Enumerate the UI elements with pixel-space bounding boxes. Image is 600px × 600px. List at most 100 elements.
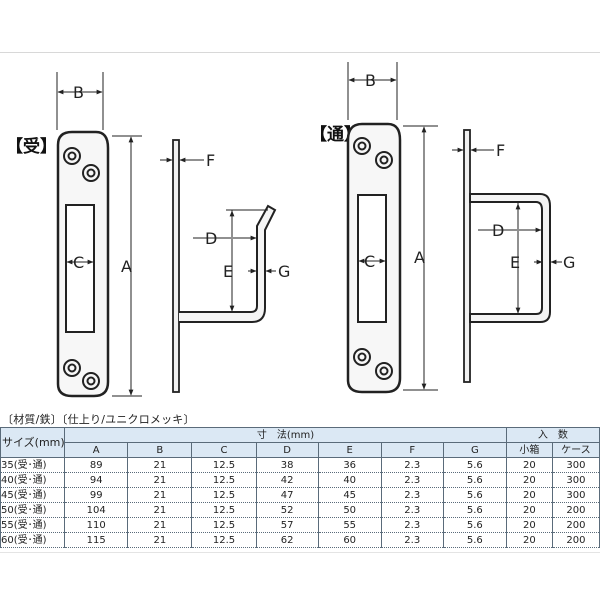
table-cell: 55 xyxy=(317,517,382,533)
column-header: C xyxy=(191,442,257,458)
table-cell: 52 xyxy=(255,502,319,518)
table-cell: 21 xyxy=(127,532,193,548)
through-drawing: 【通】 C B A F D xyxy=(310,62,575,394)
table-cell: 200 xyxy=(551,532,600,548)
table-cell: 62 xyxy=(255,532,319,548)
table-cell: 89 xyxy=(64,457,129,473)
technical-drawings: 【受】 C B A F xyxy=(6,62,575,398)
table-cell: 60 xyxy=(317,532,382,548)
table-cell: 20 xyxy=(505,532,553,548)
size-cell: 40(受･通) xyxy=(0,472,66,488)
screw-holes xyxy=(353,137,393,380)
table-cell: 45 xyxy=(317,487,382,503)
column-header: ケース xyxy=(551,442,600,458)
table-cell: 104 xyxy=(64,502,129,518)
table-cell: 38 xyxy=(255,457,319,473)
dim-g: G xyxy=(278,262,290,281)
dim-d: D xyxy=(492,221,504,240)
size-header: サイズ(mm) xyxy=(0,427,66,458)
table-cell: 5.6 xyxy=(442,472,507,488)
slot xyxy=(357,194,387,323)
table-cell: 20 xyxy=(505,517,553,533)
table-cell: 94 xyxy=(64,472,129,488)
table-cell: 2.3 xyxy=(380,502,444,518)
dim-g: G xyxy=(563,253,575,272)
dim-c: C xyxy=(73,253,84,272)
dim-e: E xyxy=(223,262,233,281)
column-header: F xyxy=(380,442,444,458)
table-cell: 5.6 xyxy=(442,457,507,473)
table-cell: 40 xyxy=(317,472,382,488)
side-plate xyxy=(463,129,471,383)
table-cell: 21 xyxy=(127,502,193,518)
table-cell: 300 xyxy=(551,472,600,488)
column-header: A xyxy=(64,442,129,458)
column-header: D xyxy=(255,442,319,458)
table-cell: 12.5 xyxy=(191,502,257,518)
dim-c: C xyxy=(364,252,375,271)
table-cell: 2.3 xyxy=(380,517,444,533)
table-cell: 12.5 xyxy=(191,487,257,503)
table-cell: 20 xyxy=(505,457,553,473)
table-cell: 21 xyxy=(127,457,193,473)
table-cell: 300 xyxy=(551,487,600,503)
dims-header: 寸 法(mm) xyxy=(64,427,507,443)
slot xyxy=(65,204,95,333)
table-cell: 36 xyxy=(317,457,382,473)
table-cell: 42 xyxy=(255,472,319,488)
table-cell: 5.6 xyxy=(442,517,507,533)
table-cell: 12.5 xyxy=(191,532,257,548)
table-cell: 5.6 xyxy=(442,532,507,548)
table-cell: 20 xyxy=(505,502,553,518)
table-cell: 21 xyxy=(127,517,193,533)
table-cell: 5.6 xyxy=(442,487,507,503)
table-cell: 99 xyxy=(64,487,129,503)
dim-e: E xyxy=(510,253,520,272)
hook xyxy=(179,204,277,323)
table-cell: 57 xyxy=(255,517,319,533)
dim-d: D xyxy=(205,229,217,248)
column-header: G xyxy=(442,442,507,458)
side-plate xyxy=(172,139,180,393)
table-cell: 2.3 xyxy=(380,487,444,503)
dim-a: A xyxy=(414,248,425,267)
screw-holes xyxy=(63,147,100,390)
size-cell: 50(受･通) xyxy=(0,502,66,518)
table-cell: 50 xyxy=(317,502,382,518)
table-cell: 200 xyxy=(551,502,600,518)
dim-b: B xyxy=(73,83,84,102)
table-cell: 20 xyxy=(505,487,553,503)
receiver-drawing: 【受】 C B A F xyxy=(6,72,290,398)
column-header: 小箱 xyxy=(505,442,553,458)
table-cell: 12.5 xyxy=(191,517,257,533)
size-cell: 55(受･通) xyxy=(0,517,66,533)
table-cell: 47 xyxy=(255,487,319,503)
table-cell: 5.6 xyxy=(442,502,507,518)
table-cell: 2.3 xyxy=(380,532,444,548)
column-header: E xyxy=(317,442,382,458)
u-bar xyxy=(469,193,551,323)
top-divider xyxy=(0,52,600,53)
bottom-divider xyxy=(0,552,600,553)
table-cell: 115 xyxy=(64,532,129,548)
qty-header: 入 数 xyxy=(505,427,600,443)
table-cell: 20 xyxy=(505,472,553,488)
table-cell: 110 xyxy=(64,517,129,533)
dim-a: A xyxy=(121,257,132,276)
table-cell: 300 xyxy=(551,457,600,473)
material-note: 〔材質/鉄〕〔仕上り/ユニクロメッキ〕 xyxy=(2,413,195,426)
dim-f: F xyxy=(206,151,215,170)
dim-b: B xyxy=(365,71,376,90)
size-cell: 35(受･通) xyxy=(0,457,66,473)
receiver-label: 【受】 xyxy=(6,136,57,157)
table-cell: 21 xyxy=(127,487,193,503)
